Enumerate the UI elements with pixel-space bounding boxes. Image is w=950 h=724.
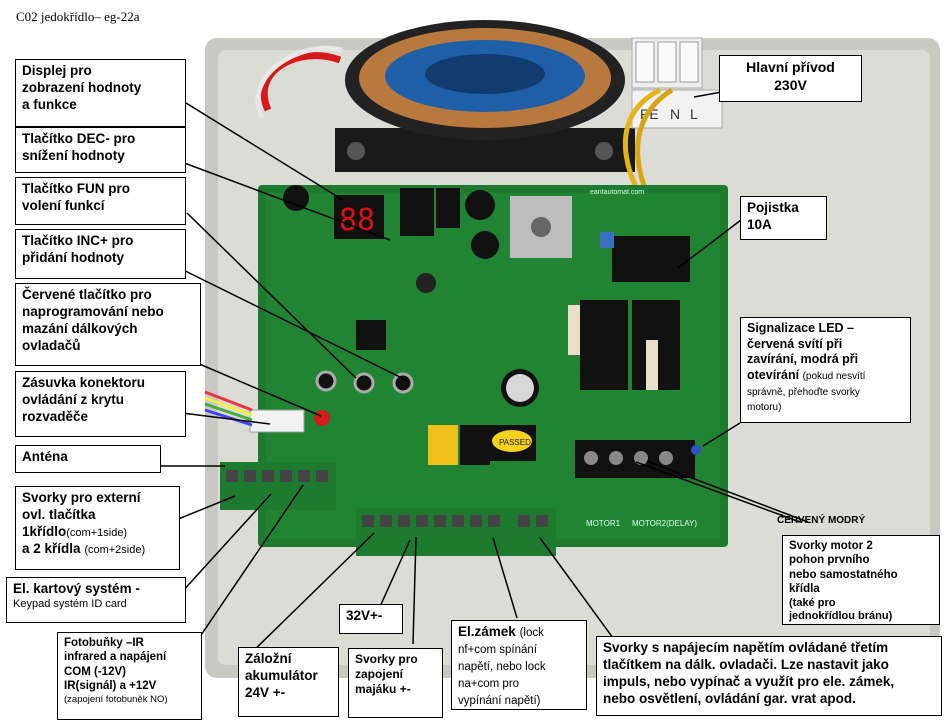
svg-text:N: N: [670, 106, 680, 122]
label-dec: Tlačítko DEC- pro snížení hodnoty: [15, 127, 186, 173]
label-zasuvka-text: Zásuvka konektoru ovládání z krytu rozva…: [22, 375, 146, 424]
svg-text:MOTOR2(DELAY): MOTOR2(DELAY): [632, 519, 697, 528]
label-antena: Anténa: [15, 445, 161, 473]
label-fotobunky-small: (zapojení fotobuněk NO): [64, 693, 168, 705]
transformer: [335, 20, 635, 172]
label-svorky-ext: Svorky pro externí ovl. tlačítka 1křídlo…: [15, 486, 180, 570]
label-displej: Displej pro zobrazení hodnoty a funkce: [15, 59, 186, 127]
label-red-button: Červené tlačítko pro naprogramování nebo…: [15, 283, 201, 366]
page-title: C02 jedokřídlo– eg-22a: [16, 9, 140, 24]
label-fun-text: Tlačítko FUN pro volení funkcí: [22, 181, 131, 213]
label-led: Signalizace LED – červená svítí při zaví…: [740, 317, 911, 423]
label-led-small: (pokud nesvítí správně, přehoďte svorky …: [747, 370, 866, 414]
label-cerveny-modry: ČERVENÝ MODRÝ: [777, 515, 866, 526]
fuse-holder: [612, 236, 690, 282]
label-svorky-napeti: Svorky s napájecím napětím ovládané třet…: [596, 636, 942, 716]
learn-button-photo: [314, 410, 330, 426]
passed-sticker: [492, 430, 532, 452]
label-fotobunky-text: Fotobuňky –IR infrared a napájení COM (-…: [64, 637, 167, 693]
fun-button-photo: [353, 372, 375, 394]
label-motor2-text: Svorky motor 2 pohon prvního nebo samost…: [789, 540, 898, 596]
label-32v: 32V+-: [339, 604, 403, 634]
label-motor2-small: (také pro jednokřídlou bránu): [789, 596, 893, 623]
microcontroller: [356, 320, 386, 350]
label-kartovy-small: Keypad systém ID card: [13, 597, 127, 610]
buzzer: [283, 185, 309, 211]
cover-connector: [249, 409, 305, 433]
label-led-text: Signalizace LED – červená svítí při zaví…: [747, 321, 859, 382]
label-pojistka-text: Pojistka 10A: [747, 200, 799, 232]
label-red-button-text: Červené tlačítko pro naprogramování nebo…: [22, 287, 164, 353]
label-inc: Tlačítko INC+ pro přidání hodnoty: [15, 229, 186, 279]
svg-text:PASSED: PASSED: [499, 438, 531, 447]
inc-button-photo: [392, 372, 414, 394]
label-32v-text: 32V+-: [346, 608, 383, 623]
label-svorky-ext-text-2: a 2 křídla (com+2side): [22, 540, 146, 556]
label-inc-text: Tlačítko INC+ pro přidání hodnoty: [22, 233, 134, 265]
label-zamek-small: (lock nf+com spínání napětí, nebo lock n…: [458, 627, 546, 707]
label-motor2: Svorky motor 2 pohon prvního nebo samost…: [782, 535, 940, 625]
label-pojistka: Pojistka 10A: [740, 196, 827, 240]
label-kartovy-text: El. kartový systém -: [13, 581, 140, 596]
label-fotobunky: Fotobuňky –IR infrared a napájení COM (-…: [57, 632, 202, 720]
label-kartovy: El. kartový systém - Keypad systém ID ca…: [6, 577, 186, 623]
label-fun: Tlačítko FUN pro volení funkcí: [15, 177, 186, 225]
label-zamek-title: El.zámek: [458, 624, 516, 639]
label-zalozni: Záložní akumulátor 24V +-: [238, 647, 339, 717]
label-hlavni: Hlavní přívod 230V: [719, 55, 862, 102]
capacitor: [465, 190, 495, 220]
label-displej-text: Displej pro zobrazení hodnoty a funkce: [22, 63, 142, 112]
svg-text:L: L: [690, 106, 698, 122]
pcb-silk-url: eantautomat.com: [590, 189, 644, 196]
terminal-block-bottom: [356, 508, 556, 556]
label-zamek: El.zámek (lock nf+com spínání napětí, ne…: [451, 620, 587, 710]
label-majak-text: Svorky pro zapojení majáku +-: [355, 652, 418, 696]
seven-segment-display: [334, 195, 384, 239]
terminal-block-left: [220, 462, 336, 510]
mains-terminal-block: [631, 37, 723, 129]
svg-text:MOTOR1: MOTOR1: [586, 519, 621, 528]
label-zalozni-text: Záložní akumulátor 24V +-: [245, 651, 318, 700]
label-antena-text: Anténa: [22, 449, 68, 464]
label-svorky-ext-text: Svorky pro externí ovl. tlačítka 1křídlo…: [22, 490, 141, 539]
regulator: [400, 188, 434, 236]
label-svorky-napeti-text: Svorky s napájecím napětím ovládané třet…: [603, 640, 895, 706]
status-led: [691, 445, 701, 455]
label-hlavni-text: Hlavní přívod 230V: [746, 59, 835, 93]
label-dec-text: Tlačítko DEC- pro snížení hodnoty: [22, 131, 136, 163]
relay: [428, 425, 458, 465]
dec-button-photo: [315, 370, 337, 392]
label-majak: Svorky pro zapojení majáku +-: [348, 648, 443, 718]
label-zasuvka: Zásuvka konektoru ovládání z krytu rozva…: [15, 371, 186, 437]
